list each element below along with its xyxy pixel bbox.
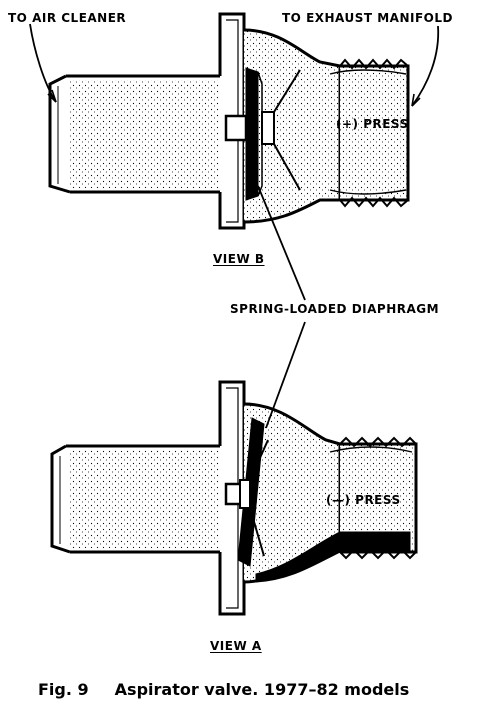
exhaust-manifold-leader xyxy=(411,25,440,107)
exhaust-manifold-label: TO EXHAUST MANIFOLD xyxy=(282,11,453,25)
view-b-cone xyxy=(273,69,301,191)
figure-caption-text: Aspirator valve. 1977–82 models xyxy=(114,680,410,699)
view-b-inlet-pipe xyxy=(66,74,220,194)
air-cleaner-leader xyxy=(29,23,57,103)
negative-pressure-label: (—) PRESS xyxy=(326,493,401,507)
view-b-valve-stem xyxy=(224,114,248,142)
positive-pressure-label: (+) PRESS xyxy=(336,117,409,131)
air-cleaner-label: TO AIR CLEANER xyxy=(8,11,127,25)
view-b-label: VIEW B xyxy=(213,252,265,266)
diaphragm-leader-view-b xyxy=(257,185,306,301)
figure-number: Fig. 9 xyxy=(38,680,89,699)
view-a-inlet-pipe xyxy=(66,444,220,554)
diaphragm-leader-view-a xyxy=(265,321,306,429)
view-a-cone xyxy=(249,439,269,557)
figure-caption: Fig. 9 Aspirator valve. 1977–82 models xyxy=(38,682,409,698)
leader-lines xyxy=(29,23,440,429)
view-a-valve xyxy=(50,380,418,616)
view-b-threaded-outlet xyxy=(340,64,410,202)
view-a-label: VIEW A xyxy=(210,639,262,653)
view-b-diaphragm xyxy=(245,67,259,201)
view-b-valve xyxy=(48,12,410,230)
diaphragm-label: SPRING-LOADED DIAPHRAGM xyxy=(230,302,440,316)
